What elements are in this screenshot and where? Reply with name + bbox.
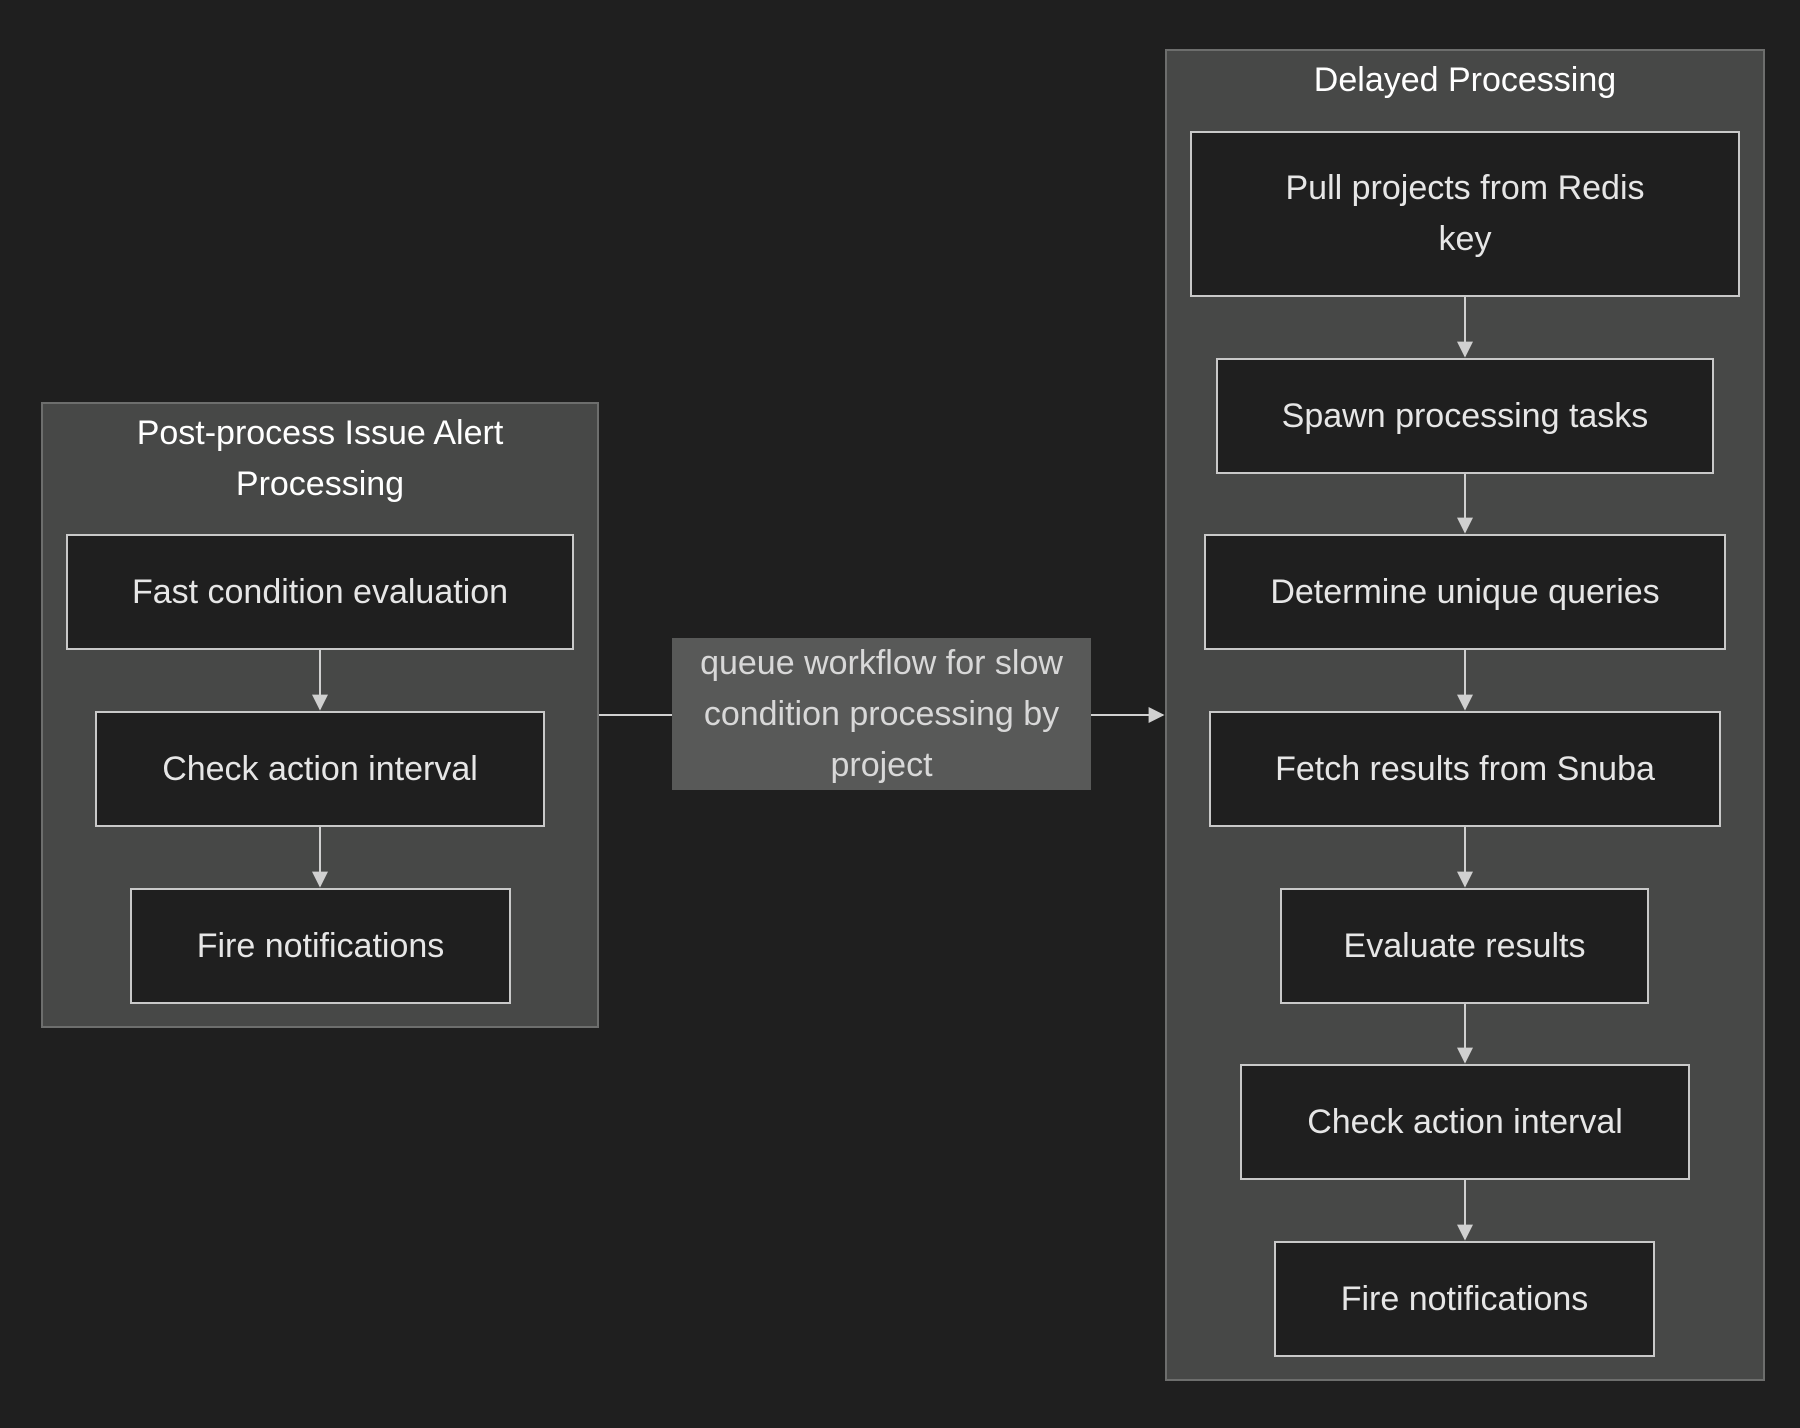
cluster-title-delayed-processing: Delayed Processing bbox=[1313, 61, 1617, 99]
cluster-title-post-process: Post-process Issue Alert Processing bbox=[136, 414, 504, 503]
node-spawn-processing-tasks: Spawn processing tasks bbox=[1216, 358, 1714, 474]
node-check-action-interval-left: Check action interval bbox=[95, 711, 545, 827]
node-determine-unique-queries: Determine unique queries bbox=[1204, 534, 1726, 650]
node-fire-notifications-right: Fire notifications bbox=[1274, 1241, 1655, 1357]
node-fire-notifications-left: Fire notifications bbox=[130, 888, 511, 1004]
node-check-action-interval-right: Check action interval bbox=[1240, 1064, 1690, 1180]
node-pull-projects: Pull projects from Redis key bbox=[1190, 131, 1740, 297]
node-fast-condition-evaluation: Fast condition evaluation bbox=[66, 534, 574, 650]
edge-label-queue-workflow: queue workflow for slow condition proces… bbox=[672, 638, 1091, 790]
node-evaluate-results: Evaluate results bbox=[1280, 888, 1649, 1004]
node-fetch-results-snuba: Fetch results from Snuba bbox=[1209, 711, 1721, 827]
